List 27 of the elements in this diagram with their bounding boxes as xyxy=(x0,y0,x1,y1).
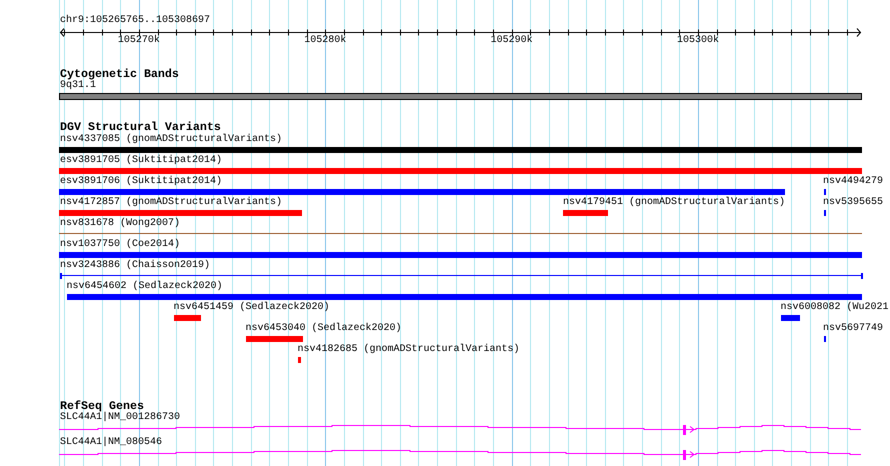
variant-label: nsv6454602 (Sedlazeck2020) xyxy=(66,281,223,293)
axis-tick-label: 105280k xyxy=(304,35,346,47)
variant-label: nsv6008082 (Wu2021 xyxy=(780,302,889,314)
axis-tick-label: 105300k xyxy=(676,35,719,47)
variant-label: nsv4172857 (gnomADStructuralVariants) xyxy=(60,197,282,209)
variant-label: nsv831678 (Wong2007) xyxy=(60,218,180,230)
variant-label: nsv5697749 xyxy=(823,323,884,335)
coordinate-label: chr9:105265765..105308697 xyxy=(60,15,210,27)
band-label: 9q31.1 xyxy=(60,80,96,92)
variant-label: nsv1037750 (Coe2014) xyxy=(60,239,180,251)
variant-label: nsv6453040 (Sedlazeck2020) xyxy=(246,323,402,335)
gene-label: SLC44A1|NM_080546 xyxy=(60,437,162,449)
variant-label: nsv4494279 xyxy=(823,176,884,188)
variant-label: nsv4337085 (gnomADStructuralVariants) xyxy=(60,134,282,146)
gene-label: SLC44A1|NM_001286730 xyxy=(60,412,180,424)
axis-tick-label: 105270k xyxy=(118,35,160,47)
track-title: RefSeq Genes xyxy=(60,400,144,412)
track-title: DGV Structural Variants xyxy=(60,121,221,134)
variant-label: esv3891706 (Suktitipat2014) xyxy=(60,176,222,188)
variant-label: nsv3243886 (Chaisson2019) xyxy=(60,260,210,272)
variant-label: nsv6451459 (Sedlazeck2020) xyxy=(174,302,330,314)
variant-label: nsv5395655 xyxy=(823,197,884,209)
axis-tick-label: 105290k xyxy=(490,35,533,47)
variant-label: nsv4182685 (gnomADStructuralVariants) xyxy=(298,344,520,356)
track-title: Cytogenetic Bands xyxy=(60,68,179,80)
variant-label: esv3891705 (Suktitipat2014) xyxy=(60,155,222,167)
variant-label: nsv4179451 (gnomADStructuralVariants) xyxy=(563,197,786,209)
